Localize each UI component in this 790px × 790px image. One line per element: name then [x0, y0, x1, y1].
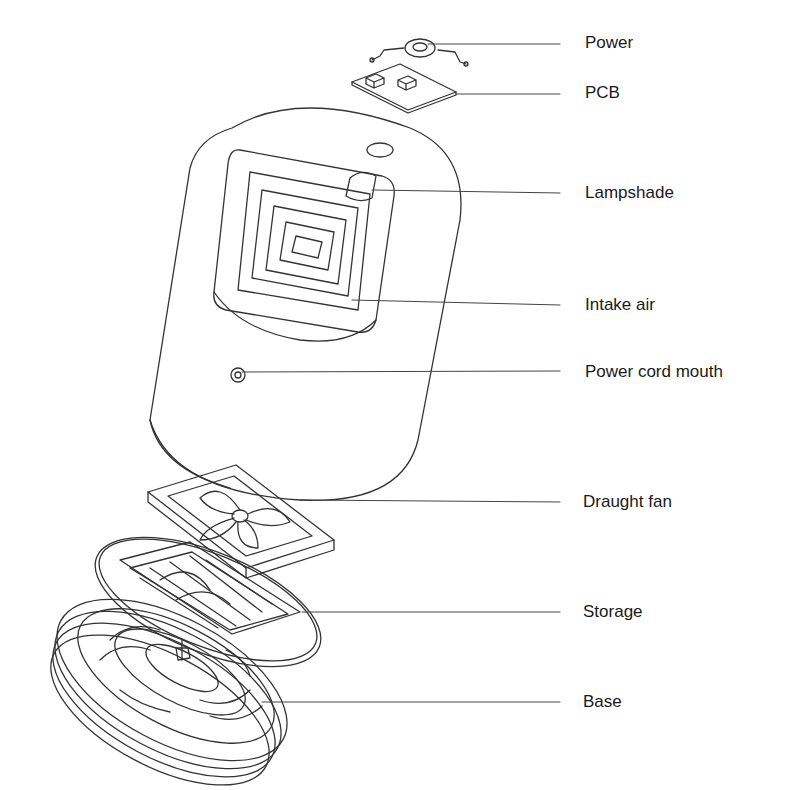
part-label: Lampshade — [583, 183, 676, 203]
draught-fan — [148, 465, 334, 578]
pcb-board — [352, 64, 456, 113]
leader-line — [352, 300, 560, 305]
part-label: Intake air — [583, 295, 657, 315]
leader-line — [262, 702, 560, 703]
leader-line — [242, 371, 560, 372]
leader-line — [428, 44, 560, 45]
leader-lines — [242, 44, 560, 702]
leader-line — [456, 94, 560, 95]
base — [28, 566, 313, 790]
part-label: Power — [583, 33, 635, 53]
leader-line — [300, 500, 560, 502]
power-switch — [370, 39, 468, 66]
lampshade-body — [150, 108, 461, 500]
part-label: Draught fan — [581, 492, 674, 512]
part-label: PCB — [583, 83, 622, 103]
leader-line — [372, 190, 560, 193]
leader-line — [302, 612, 560, 613]
part-label: Power cord mouth — [583, 362, 725, 382]
part-label: Base — [581, 692, 624, 712]
part-label: Storage — [581, 602, 645, 622]
